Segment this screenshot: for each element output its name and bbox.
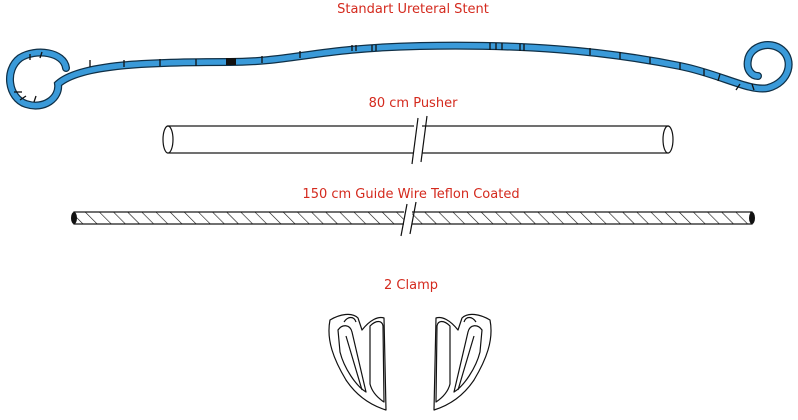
- clamp-left-inner-jaw: [337, 325, 367, 393]
- stent-marker-band: [226, 58, 236, 65]
- ureteral-stent: [6, 41, 793, 110]
- clamp-right-inner-slot: [457, 335, 475, 391]
- clamp-left-arm: [369, 320, 385, 403]
- clamp-label: 2 Clamp: [384, 278, 438, 293]
- guide-wire-break-mark: [400, 203, 408, 237]
- guide-wire-end-left: [71, 212, 77, 224]
- clamp-right-hook: [463, 316, 477, 323]
- pusher-break-mark: [411, 117, 419, 165]
- guide-wire-label: 150 cm Guide Wire Teflon Coated: [302, 187, 520, 202]
- guide-wire: [71, 201, 755, 237]
- pusher-break-gap: [414, 118, 422, 162]
- stent-label: Standart Ureteral Stent: [337, 2, 489, 17]
- pusher-break-mark: [420, 115, 428, 163]
- clamp-left-hook: [343, 316, 357, 323]
- stent-tube: [7, 42, 792, 109]
- pusher-end-left: [162, 125, 174, 154]
- clamp-right: [433, 313, 492, 411]
- pusher: [162, 115, 674, 165]
- stent-markings: [14, 43, 755, 103]
- guide-wire-end-right: [749, 212, 755, 224]
- clamp-right-arm: [435, 320, 451, 403]
- guide-wire-break-mark: [409, 201, 417, 235]
- clamp-right-inner-jaw: [453, 325, 483, 393]
- clamp-left-inner-slot: [345, 335, 363, 391]
- pusher-end-right: [662, 125, 674, 154]
- pusher-label: 80 cm Pusher: [368, 96, 458, 111]
- clamp-left: [328, 313, 387, 411]
- guide-wire-break-gap: [404, 206, 412, 234]
